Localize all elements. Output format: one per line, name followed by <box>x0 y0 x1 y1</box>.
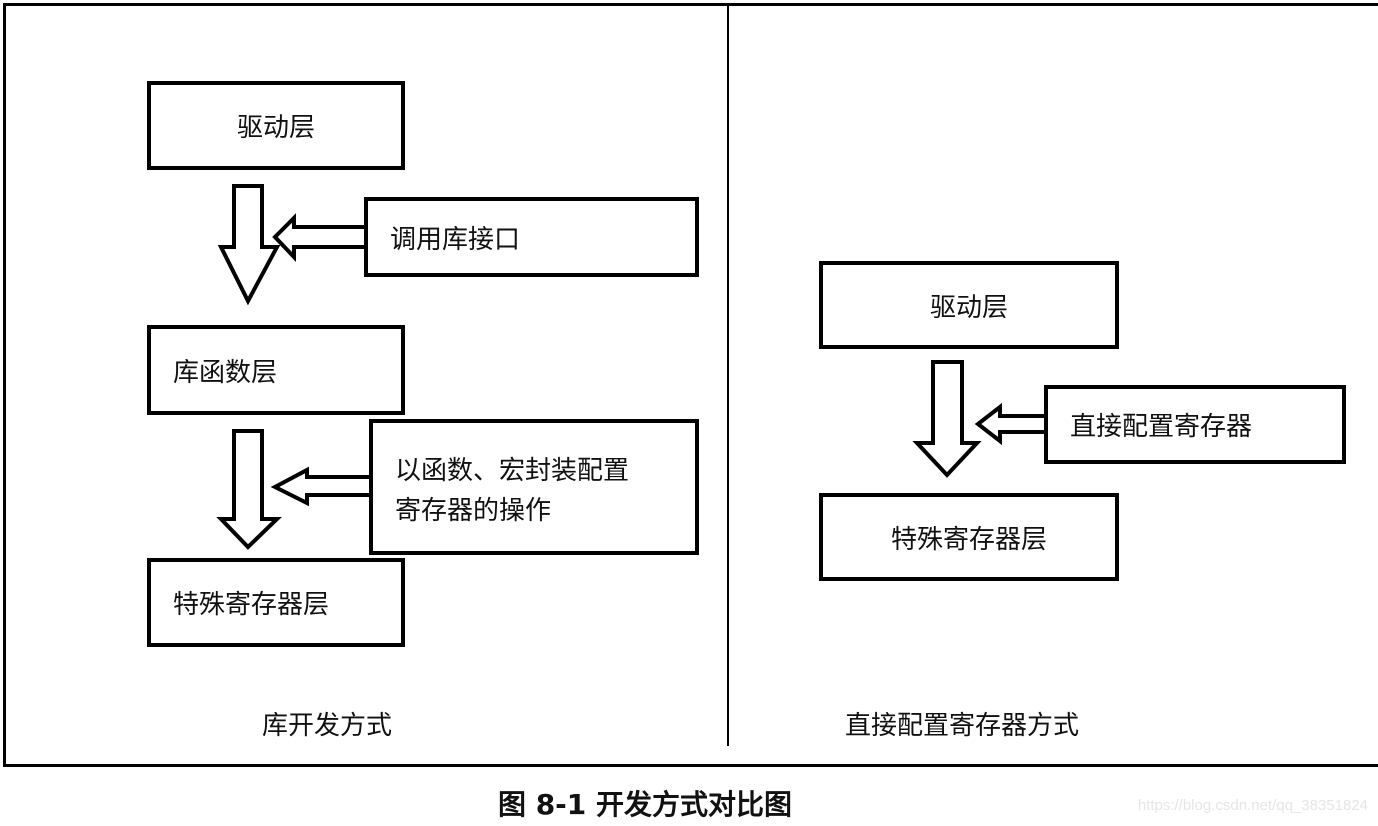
note-label: 调用库接口 <box>390 224 521 255</box>
figure-title: 图 8-1 开发方式对比图 <box>497 788 793 821</box>
layer-label: 库函数层 <box>173 357 278 388</box>
note-box-call-library: 调用库接口 <box>364 197 699 277</box>
frame-bottom-border <box>3 764 1378 767</box>
layer-box-library: 库函数层 <box>147 325 405 415</box>
layer-box-driver: 驱动层 <box>819 261 1119 349</box>
down-arrow-icon <box>216 429 282 550</box>
note-box-encapsulation: 以函数、宏封装配置 寄存器的操作 <box>369 419 699 555</box>
layer-box-special-register: 特殊寄存器层 <box>819 493 1119 581</box>
watermark: https://blog.csdn.net/qq_38351824 <box>1137 797 1368 814</box>
frame-top-border <box>3 3 1378 6</box>
layer-label: 特殊寄存器层 <box>173 590 330 620</box>
layer-label: 驱动层 <box>236 113 315 143</box>
layer-box-driver: 驱动层 <box>147 81 405 170</box>
panel-caption: 库开发方式 <box>262 711 393 741</box>
layer-label: 驱动层 <box>929 292 1008 323</box>
note-line: 以函数、宏封装配置 <box>395 456 630 486</box>
panel-caption: 直接配置寄存器方式 <box>845 711 1080 741</box>
down-arrow-icon <box>912 360 982 478</box>
down-arrow-icon <box>217 184 281 306</box>
frame-left-border <box>3 3 6 765</box>
layer-label: 特殊寄存器层 <box>890 524 1047 555</box>
left-arrow-icon <box>272 213 366 263</box>
layer-box-special-register: 特殊寄存器层 <box>147 558 405 647</box>
note-line: 寄存器的操作 <box>395 496 552 526</box>
left-arrow-icon <box>270 466 371 507</box>
note-box-direct-config: 直接配置寄存器 <box>1044 385 1346 464</box>
panel-divider <box>727 3 729 746</box>
left-arrow-icon <box>974 402 1046 446</box>
note-label: 直接配置寄存器 <box>1070 412 1253 442</box>
